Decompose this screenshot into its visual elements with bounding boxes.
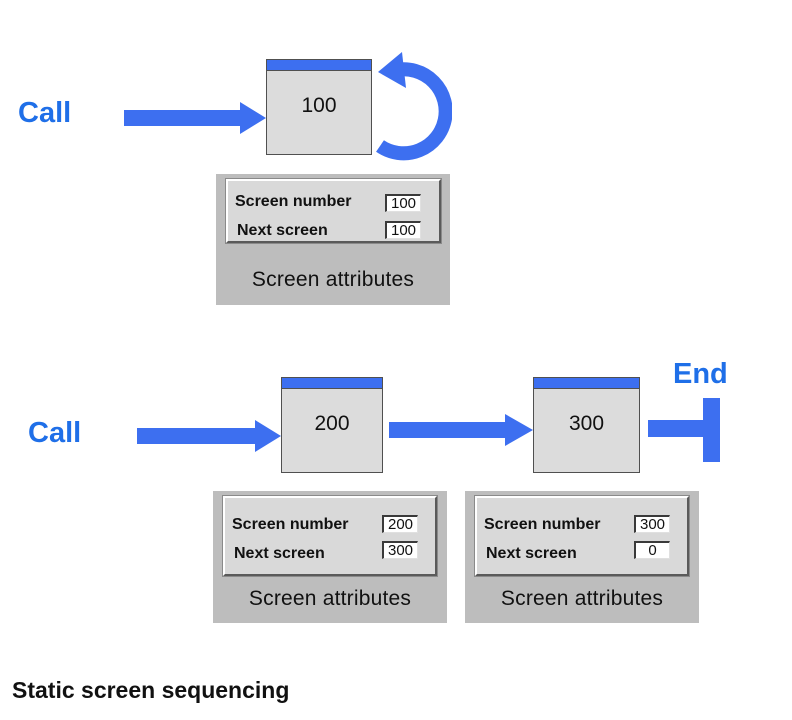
screen-200: 200 [281,377,383,473]
next-screen-label: Next screen [237,222,328,239]
screen-number-label: 100 [301,94,337,117]
attr-caption: Screen attributes [251,268,415,291]
screen-titlebar [267,60,371,71]
next-screen-label: Next screen [234,545,325,562]
screen-number-label: Screen number [232,516,349,533]
screen-number-label: Screen number [235,193,352,210]
attr-panel-300: Screen number 300 Next screen 0 Screen a… [465,491,699,623]
attr-box: Screen number 200 Next screen 300 [223,496,437,576]
loop-arrow [376,52,452,161]
screen-300: 300 [533,377,640,473]
attr-caption: Screen attributes [500,587,664,610]
call-label-1: Call [18,97,72,129]
page-caption: Static screen sequencing [12,677,290,703]
end-label: End [673,358,728,390]
screen-number-field[interactable]: 100 [385,194,421,212]
call-arrow-2 [137,420,281,452]
screen-titlebar [534,378,639,389]
screen-number-field[interactable]: 200 [382,515,418,533]
next-screen-field[interactable]: 100 [385,221,421,239]
call-label-2: Call [28,417,82,449]
attr-box: Screen number 300 Next screen 0 [475,496,689,576]
screen-number-label: 300 [568,412,605,435]
attr-caption: Screen attributes [248,587,412,610]
call-arrow-1 [124,102,266,134]
screen-number-label: 200 [314,412,350,435]
end-terminator [648,398,720,462]
next-screen-label: Next screen [486,545,577,562]
transition-arrow [389,414,533,446]
next-screen-field[interactable]: 0 [634,541,670,559]
attr-box: Screen number 100 Next screen 100 [226,179,441,243]
screen-100: 100 [266,59,372,155]
screen-number-field[interactable]: 300 [634,515,670,533]
attr-panel-200: Screen number 200 Next screen 300 Screen… [213,491,447,623]
attr-panel-100: Screen number 100 Next screen 100 Screen… [216,174,450,305]
next-screen-field[interactable]: 300 [382,541,418,559]
screen-titlebar [282,378,382,389]
screen-number-label: Screen number [484,516,601,533]
